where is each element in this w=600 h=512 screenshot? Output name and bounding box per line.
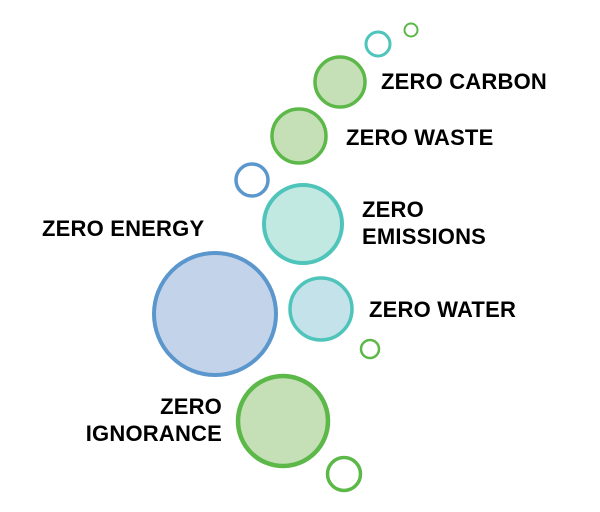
zero-emissions-text-line2: EMISSIONS	[362, 224, 487, 249]
zero-energy-text: ZERO ENERGY	[42, 216, 205, 241]
tiny-green-bubble-top	[403, 22, 419, 38]
zero-ignorance-bubble	[235, 373, 331, 469]
zero-ignorance-text-line2: IGNORANCE	[85, 421, 222, 446]
zero-energy-bubble	[152, 251, 278, 377]
zero-water-bubble	[288, 276, 354, 342]
zero-ignorance-text-line1: ZERO	[160, 394, 222, 419]
zero-carbon-bubble	[313, 55, 367, 109]
zero-emissions-label: ZERO EMISSIONS	[362, 196, 486, 250]
zero-carbon-text: ZERO CARBON	[381, 69, 547, 94]
zero-emissions-bubble	[262, 183, 344, 265]
tiny-green-bubble-mid	[359, 338, 381, 360]
zero-energy-label: ZERO ENERGY	[42, 215, 204, 242]
zero-waste-bubble	[270, 107, 328, 165]
zero-water-label: ZERO WATER	[369, 296, 516, 323]
zero-carbon-label: ZERO CARBON	[381, 68, 547, 95]
zero-waste-label: ZERO WASTE	[346, 124, 493, 151]
zero-waste-text: ZERO WASTE	[346, 125, 494, 150]
zero-emissions-text-line1: ZERO	[362, 197, 424, 222]
small-teal-bubble-top	[364, 30, 392, 58]
small-blue-bubble	[234, 162, 270, 198]
zero-water-text: ZERO WATER	[369, 297, 517, 322]
small-green-bubble-bottom	[325, 455, 363, 493]
zero-ignorance-label: ZERO IGNORANCE	[86, 393, 222, 447]
